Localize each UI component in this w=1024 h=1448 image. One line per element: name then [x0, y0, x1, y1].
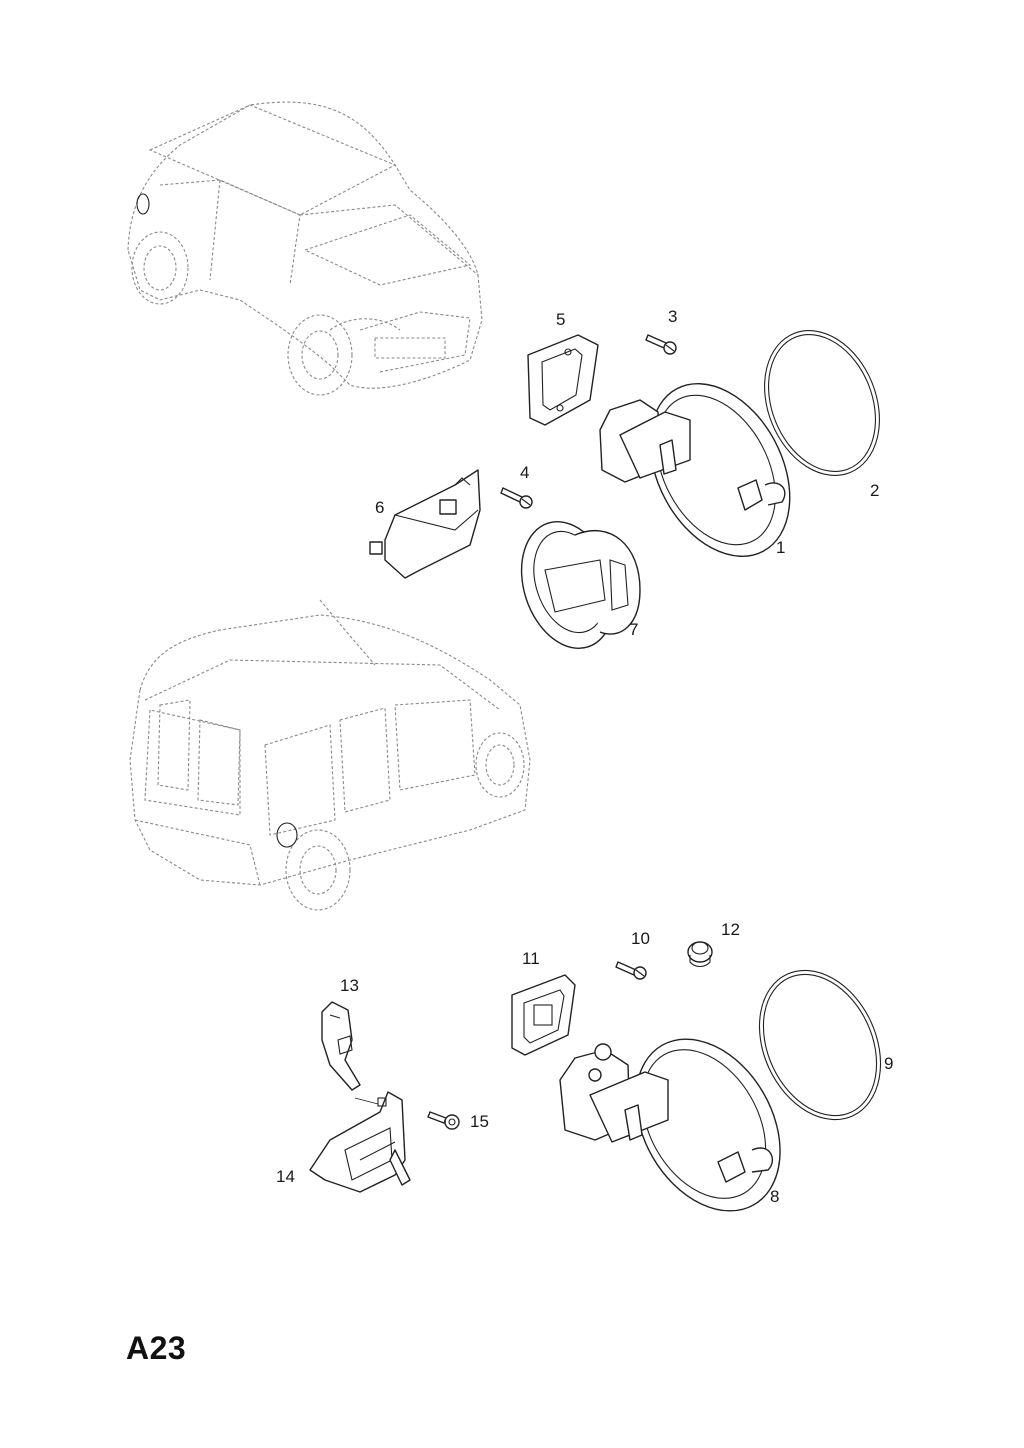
fuel-flap-location-marker	[136, 193, 150, 215]
callout-10: 10	[631, 929, 650, 948]
part-7-filler-housing	[520, 521, 641, 649]
callout-6: 6	[375, 498, 384, 517]
part-4-screw	[500, 487, 533, 509]
part-12-plug	[687, 941, 713, 968]
callout-15: 15	[470, 1112, 489, 1131]
part-9-seal-ring	[758, 969, 882, 1121]
callout-8: 8	[770, 1187, 779, 1206]
part-3-screw	[645, 334, 677, 355]
page-code: A23	[126, 1330, 187, 1366]
callout-13: 13	[340, 976, 359, 995]
part-6-bracket	[369, 469, 481, 579]
vehicle-rear-view	[129, 599, 531, 911]
callout-14: 14	[276, 1167, 295, 1186]
part-15-nut	[427, 1111, 460, 1130]
callout-9: 9	[884, 1054, 893, 1073]
part-14-bracket	[309, 1091, 411, 1193]
callout-3: 3	[668, 307, 677, 326]
part-5-gasket	[527, 334, 599, 426]
callout-12: 12	[721, 920, 740, 939]
part-10-screw	[615, 961, 647, 980]
part-11-gasket	[511, 974, 576, 1056]
callout-4: 4	[520, 463, 529, 482]
part-13-clip	[321, 1001, 361, 1091]
callout-1: 1	[776, 538, 785, 557]
part-2-seal-ring	[764, 330, 880, 476]
callout-labels: 1 2 3 4 5 6 7 8 9 10 11 12 13 14 15	[276, 307, 893, 1206]
callout-2: 2	[870, 481, 879, 500]
callout-11: 11	[522, 949, 540, 968]
part-8-filler-flap	[559, 1038, 781, 1212]
callout-5: 5	[556, 310, 565, 329]
vehicle-front-view	[127, 101, 483, 396]
callout-7: 7	[629, 620, 638, 639]
part-1-filler-flap	[599, 383, 791, 557]
fuel-flap-location-marker-rear	[276, 822, 298, 848]
